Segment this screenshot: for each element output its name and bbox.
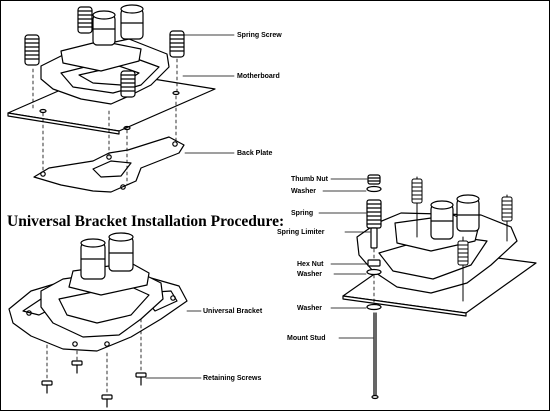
retaining-screws-illustration (41, 360, 147, 408)
label-thumb-nut: Thumb Nut (291, 176, 328, 183)
exploded-stack-illustration (366, 174, 382, 400)
page-heading: Universal Bracket Installation Procedure… (7, 213, 285, 230)
label-retaining-screws: Retaining Screws (203, 375, 262, 382)
back-plate-illustration (33, 136, 185, 193)
spring-screws-top-illustration (24, 6, 185, 98)
label-washer-mid: Washer (297, 271, 323, 278)
label-universal-bracket: Universal Bracket (203, 308, 263, 315)
label-spring: Spring (291, 210, 314, 217)
right-studs (411, 176, 513, 302)
top-leader-lines (182, 34, 235, 154)
waterblock-bottom-illustration (40, 232, 164, 338)
waterblock-right-illustration (356, 194, 518, 294)
label-spring-limiter: Spring Limiter (277, 229, 325, 236)
label-hex-nut: Hex Nut (297, 261, 324, 268)
label-washer-low: Washer (297, 305, 323, 312)
label-motherboard: Motherboard (237, 73, 280, 80)
label-back-plate: Back Plate (237, 150, 273, 157)
label-spring-screw: Spring Screw (237, 32, 282, 39)
label-mount-stud: Mount Stud (287, 335, 326, 342)
right-leader-lines (318, 178, 374, 339)
bottom-left-leader-lines (145, 310, 202, 379)
label-washer-top: Washer (291, 188, 317, 195)
bottom-dashed-guides (46, 318, 142, 396)
